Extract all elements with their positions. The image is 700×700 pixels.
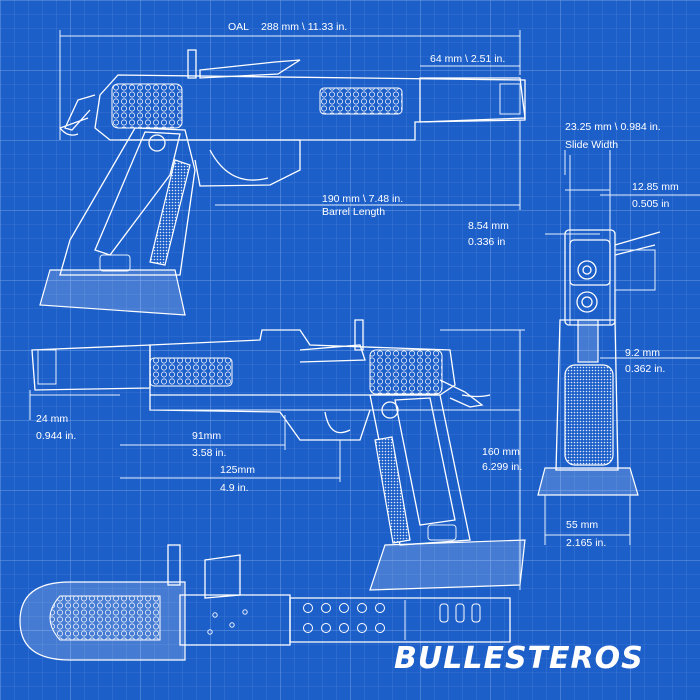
height-in: 6.299 in. [482,461,522,473]
front-view [537,155,661,496]
grip-reach-mm: 125mm [220,464,255,476]
grip-width-in: 0.362 in. [625,363,665,375]
trigger-reach-in: 3.58 in. [192,447,226,459]
grip-reach-in: 4.9 in. [220,482,249,494]
front-dimensions: 23.25 mm \ 0.984 in. Slide Width 12.85 m… [468,121,700,549]
slide-width-caption: Slide Width [565,139,618,151]
muzzle-value: 64 mm \ 2.51 in. [430,53,505,65]
height-mm: 160 mm [482,446,520,458]
slide-width-value: 23.25 mm \ 0.984 in. [565,121,661,133]
trigger-reach-mm: 91mm [192,430,221,442]
barrel-value: 190 mm \ 7.48 in. [322,193,403,205]
barrel-caption: Barrel Length [322,206,385,218]
sight-height-mm: 8.54 mm [468,220,509,232]
base-width-in: 2.165 in. [566,537,606,549]
rail-width-mm: 12.85 mm [632,181,679,193]
bore-height-mm: 24 mm [36,413,68,425]
oal-value: 288 mm \ 11.33 in. [261,21,347,33]
sight-height-in: 0.336 in [468,236,506,248]
bottom-top-view [19,544,511,661]
middle-dimensions: 24 mm 0.944 in. 91mm 3.58 in. 125mm 4.9 … [29,329,525,590]
brand-logo: BULLESTEROS [394,641,644,676]
base-width-mm: 55 mm [566,519,598,531]
bore-height-in: 0.944 in. [36,430,76,442]
grip-width-mm: 9.2 mm [625,347,660,359]
rail-width-in: 0.505 in [632,198,670,210]
oal-label: OAL [228,21,249,33]
middle-side-view [31,319,526,591]
top-dimensions: OAL 288 mm \ 11.33 in. 64 mm \ 2.51 in. 1… [59,21,521,218]
